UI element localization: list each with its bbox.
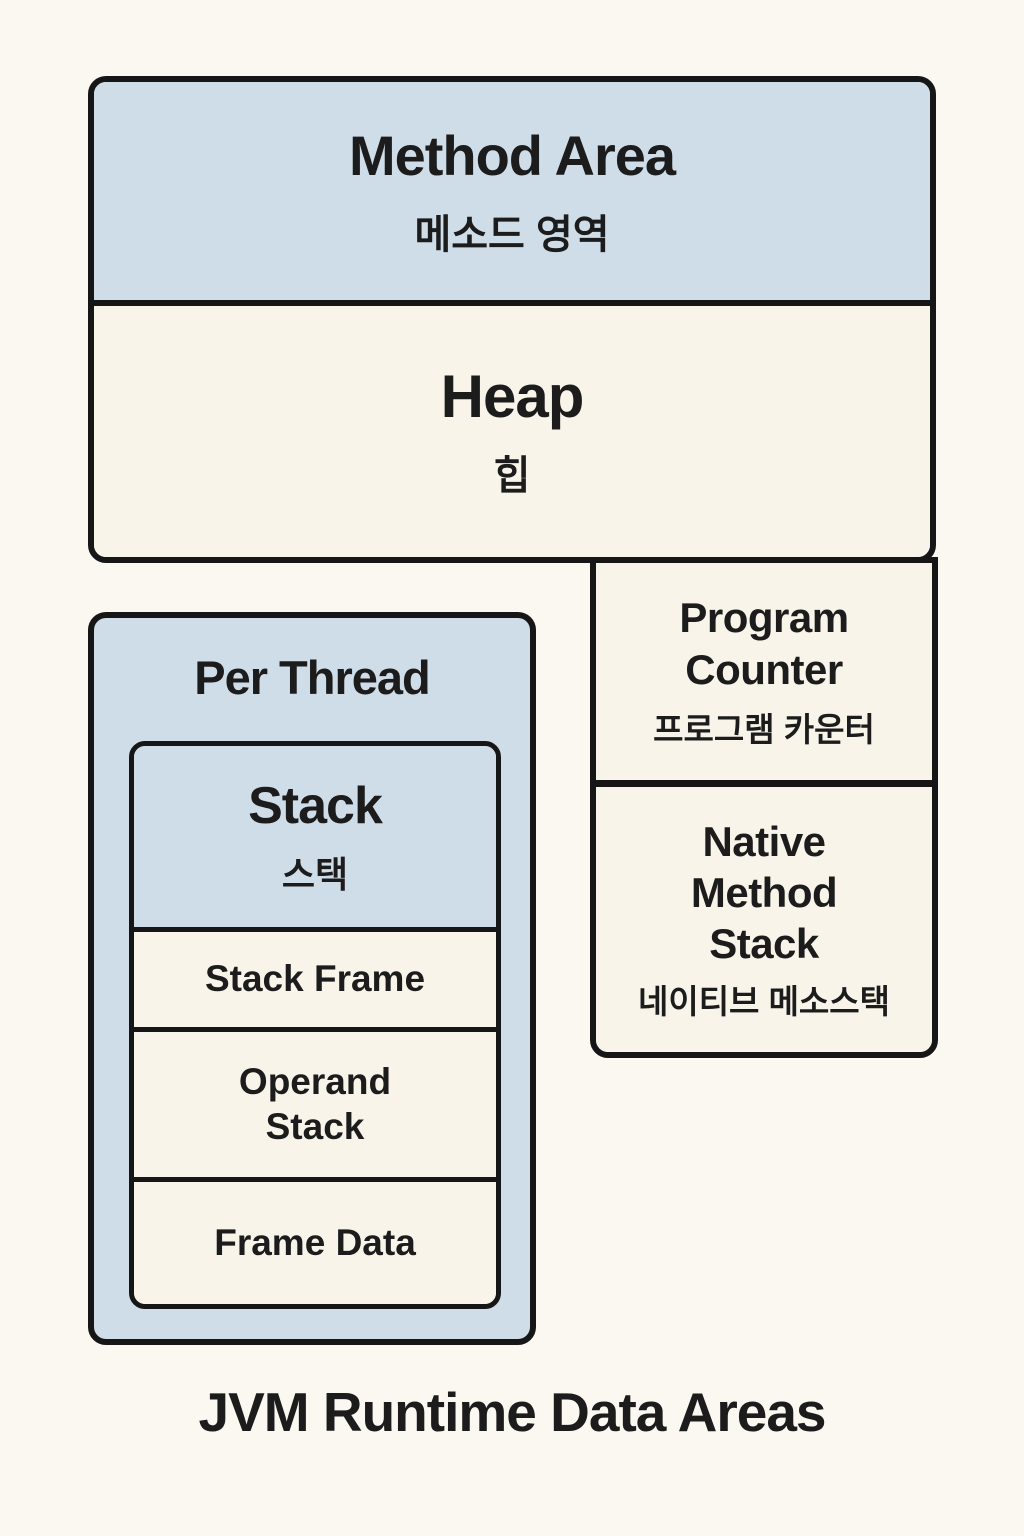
operand-stack-label: Operand Stack — [238, 1061, 392, 1147]
program-counter-box: Program Counter 프로그램 카운터 — [596, 563, 932, 787]
operand-stack-cell: Operand Stack — [134, 1032, 496, 1182]
stack-frame-label: Stack Frame — [204, 958, 426, 1000]
method-area-label: Method Area — [348, 123, 676, 187]
program-counter-label-korean: 프로그램 카운터 — [653, 710, 875, 748]
frame-data-cell: Frame Data — [134, 1182, 496, 1304]
heap-label-korean: 힙 — [493, 454, 531, 498]
heap-label: Heap — [440, 363, 585, 430]
heap-box: Heap 힙 — [94, 306, 930, 557]
per-thread-label: Per Thread — [194, 651, 431, 704]
native-method-stack-box: Native Method Stack 네이티브 메소스택 — [596, 787, 932, 1052]
frame-data-label: Frame Data — [214, 1221, 416, 1263]
stack-box: Stack 스택 Stack Frame Operand Stack Frame… — [129, 741, 501, 1309]
method-area-box: Method Area 메소드 영역 — [94, 82, 930, 306]
stack-label: Stack — [248, 776, 383, 835]
shared-memory-block: Method Area 메소드 영역 Heap 힙 — [88, 76, 936, 563]
stack-label-korean: 스택 — [281, 853, 349, 895]
native-method-stack-label-korean: 네이티브 메소스택 — [637, 983, 891, 1021]
per-thread-registers-block: Program Counter 프로그램 카운터 Native Method S… — [590, 557, 938, 1058]
stack-header: Stack 스택 — [134, 746, 496, 932]
per-thread-box: Per Thread Stack 스택 Stack Frame Operand … — [88, 612, 536, 1345]
method-area-label-korean: 메소드 영역 — [414, 212, 610, 257]
program-counter-label: Program Counter — [679, 594, 849, 693]
stack-frame-cell: Stack Frame — [134, 932, 496, 1032]
diagram-title: JVM Runtime Data Areas — [198, 1381, 827, 1443]
native-method-stack-label: Native Method Stack — [690, 817, 838, 968]
